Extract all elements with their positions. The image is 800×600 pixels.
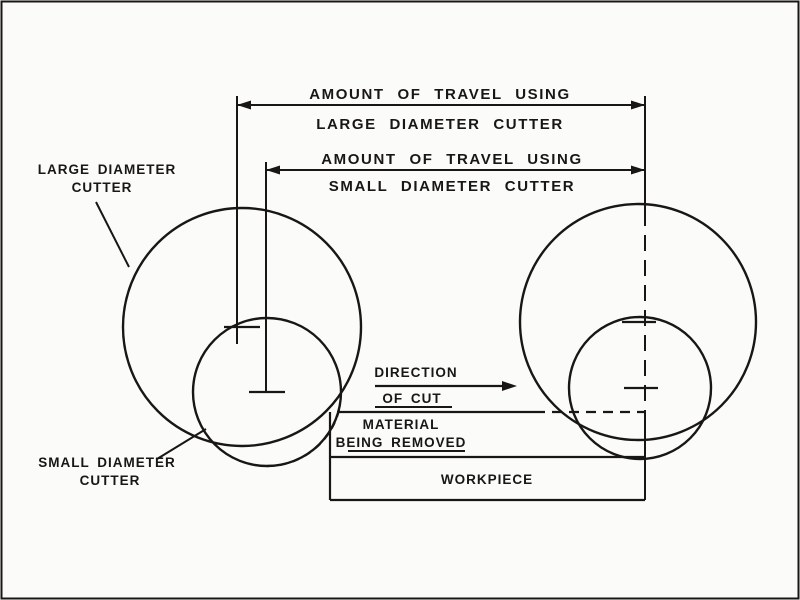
- leader-line-large-cutter: [95, 201, 130, 268]
- direction-arrowhead-icon: [502, 381, 517, 391]
- large-cutter-callout-1: LARGE DIAMETER: [38, 162, 177, 177]
- small-cutter-callout-2: CUTTER: [80, 473, 141, 488]
- dim-large-text-2: LARGE DIAMETER CUTTER: [316, 116, 564, 133]
- workpiece-text: WORKPIECE: [441, 472, 533, 487]
- small-cutter-left-circle: [191, 316, 343, 468]
- arrowhead-right-icon: [631, 100, 645, 110]
- direction-text-2: OF CUT: [382, 391, 441, 406]
- material-text-2: BEING REMOVED: [336, 435, 467, 450]
- arrowhead-right-icon: [631, 165, 645, 175]
- direction-text-1: DIRECTION: [374, 365, 457, 380]
- large-cutter-callout-2: CUTTER: [72, 180, 133, 195]
- dim-small-text-2: SMALL DIAMETER CUTTER: [329, 178, 575, 195]
- arrowhead-left-icon: [266, 165, 280, 175]
- dim-small-text-1: AMOUNT OF TRAVEL USING: [321, 151, 582, 168]
- arrowhead-left-icon: [237, 100, 251, 110]
- leader-line-small-cutter: [156, 428, 207, 460]
- small-cutter-callout-1: SMALL DIAMETER: [38, 455, 176, 470]
- large-cutter-right-circle: [518, 202, 758, 442]
- small-cutter-right-circle: [567, 315, 713, 461]
- material-text-1: MATERIAL: [363, 417, 440, 432]
- dim-large-text-1: AMOUNT OF TRAVEL USING: [309, 86, 570, 103]
- large-cutter-left-circle: [121, 206, 363, 448]
